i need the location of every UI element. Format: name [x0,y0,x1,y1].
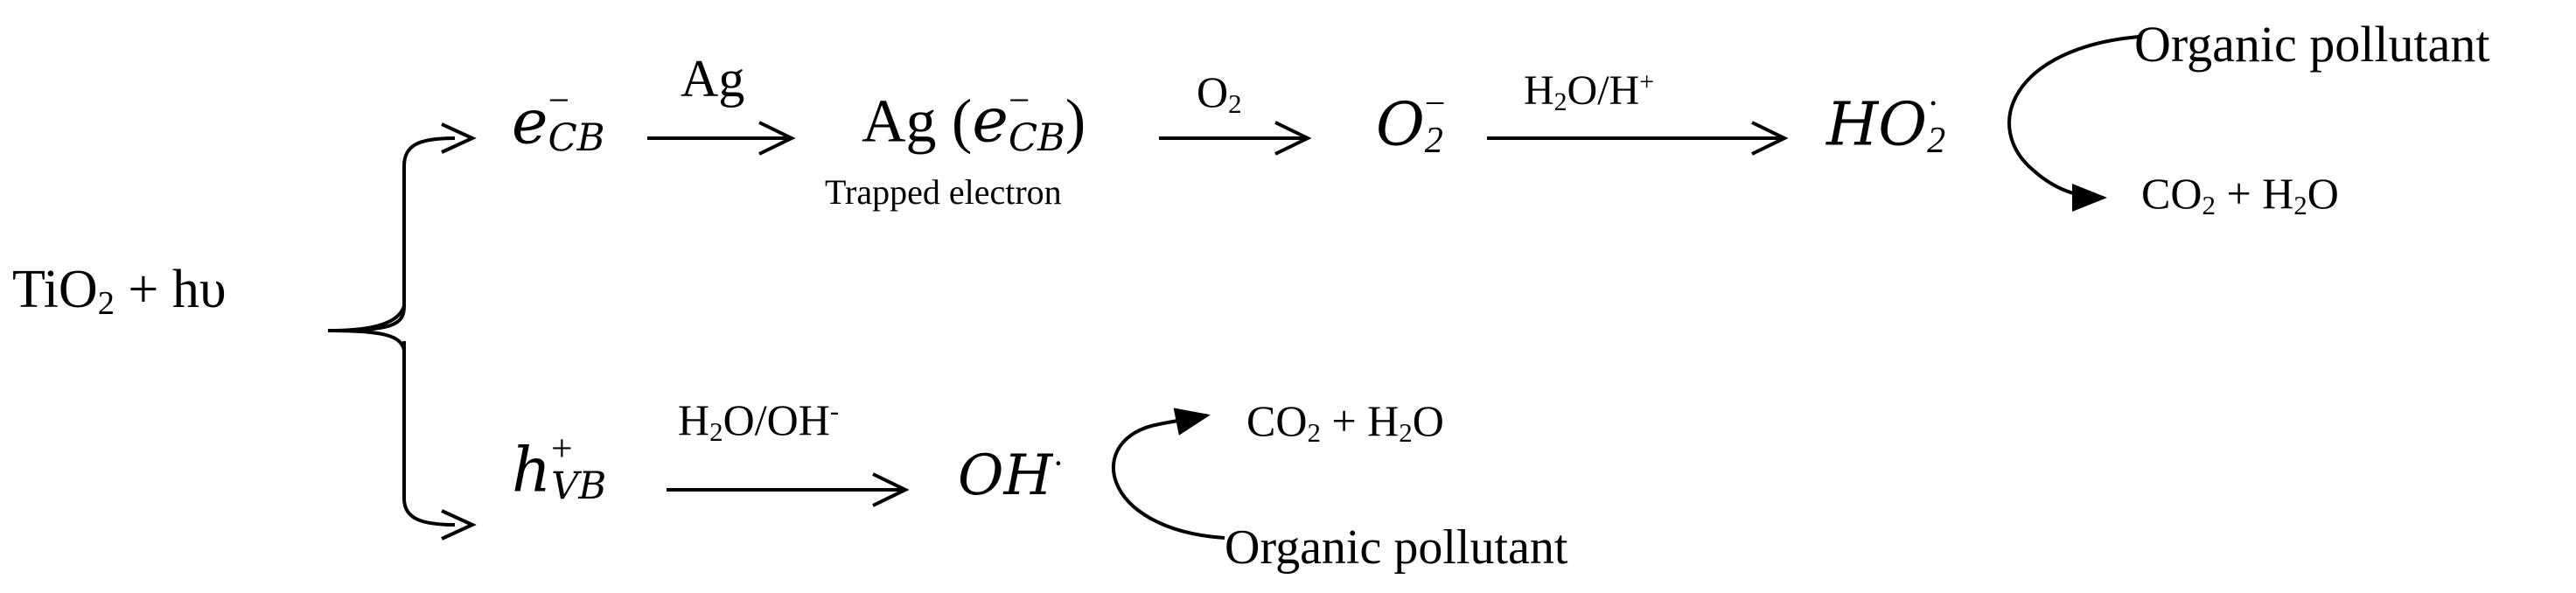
products-top: CO2 + H2O [2141,169,2339,219]
brace-arrowhead-bottom [441,509,477,541]
trapped-electron-caption: Trapped electron [825,172,1062,212]
ag-suffix: ) [1065,87,1086,156]
hydroxyl-radical: OH· [958,446,1065,504]
e-base: e [512,86,548,158]
superoxide-superscript: − [1424,83,1446,124]
hydroxyl-superscript: · [1052,444,1065,484]
h2o-h-label-b: O/H [1567,67,1640,114]
h2o-oh-label-sup: - [829,394,840,426]
products-bottom: CO2 + H2O [1246,396,1444,446]
h2o-oh-label-sub: 2 [709,415,723,447]
h-base: h [512,434,552,506]
products-top-co: CO [2141,169,2203,218]
products-top-sub1: 2 [2202,189,2216,220]
arrow3-label-h2o-h: H2O/H+ [1524,66,1654,115]
o2-label-sub: 2 [1228,87,1242,119]
h-subscript: VB [551,464,607,509]
organic-pollutant-top: Organic pollutant [2134,16,2490,73]
h2o-h-label-sub: 2 [1553,87,1567,116]
h2o-oh-label-a: H [678,395,710,444]
products-bottom-sub2: 2 [1399,416,1413,448]
h2o-h-label-a: H [1524,67,1554,114]
arrow-e-to-ag [647,121,796,156]
hydroperoxyl-subscript: 2 [1927,120,1946,162]
h2o-h-label-sup: + [1639,66,1654,96]
arrow-ag-to-o2minus [1159,121,1312,156]
products-bottom-co: CO [1246,396,1308,445]
products-top-sub2: 2 [2293,189,2307,220]
reactant-subscript: 2 [97,285,115,323]
arrow1-label-ag: Ag [681,50,745,108]
products-bottom-plus-h: + H [1320,396,1400,445]
e-subscript: CB [548,116,605,161]
h-superscript: + [551,428,573,470]
hydroperoxyl-superscript: · [1927,83,1940,124]
curved-arrow-top [2007,35,2140,212]
curved-arrow-bottom [1112,408,1225,540]
silver-trapped-electron: Ag (e−CB) [862,81,1086,165]
products-bottom-sub1: 2 [1307,416,1321,448]
ag-e-base: e [972,84,1009,157]
o2-label-main: O [1197,67,1229,116]
ag-prefix: Ag ( [862,87,973,156]
arrow-h-to-oh [667,472,910,507]
superoxide-base: O [1376,90,1425,160]
arrow-o2minus-to-ho2 [1487,121,1789,156]
reactant-tio2-hv: TiO2 + hυ [12,260,227,321]
valence-band-hole: h+VB [512,429,607,513]
superoxide-radical: O−2 [1376,85,1446,166]
hydroperoxyl-base: HO [1826,90,1928,160]
ag-e-subscript: CB [1008,116,1065,161]
reactant-photon: + hυ [114,260,227,319]
hydroperoxyl-radical: HO·2 [1826,85,1946,166]
arrow-label-h2o-oh: H2O/OH- [678,394,840,445]
ag-e-superscript: − [1008,80,1030,122]
brace-arrowhead-top [441,122,477,154]
conduction-band-electron: e−CB [512,81,605,165]
superoxide-subscript: 2 [1424,120,1443,162]
split-brace [327,136,456,527]
products-top-o: O [2307,169,2339,218]
reactant-formula: TiO [12,260,98,319]
organic-pollutant-bottom: Organic pollutant [1225,520,1568,575]
h2o-oh-label-b: O/OH [723,395,830,444]
hydroxyl-base: OH [958,443,1053,508]
e-superscript: − [548,80,569,122]
products-top-plus-h: + H [2215,169,2294,218]
products-bottom-o: O [1412,396,1444,445]
arrow2-label-o2: O2 [1197,67,1242,117]
